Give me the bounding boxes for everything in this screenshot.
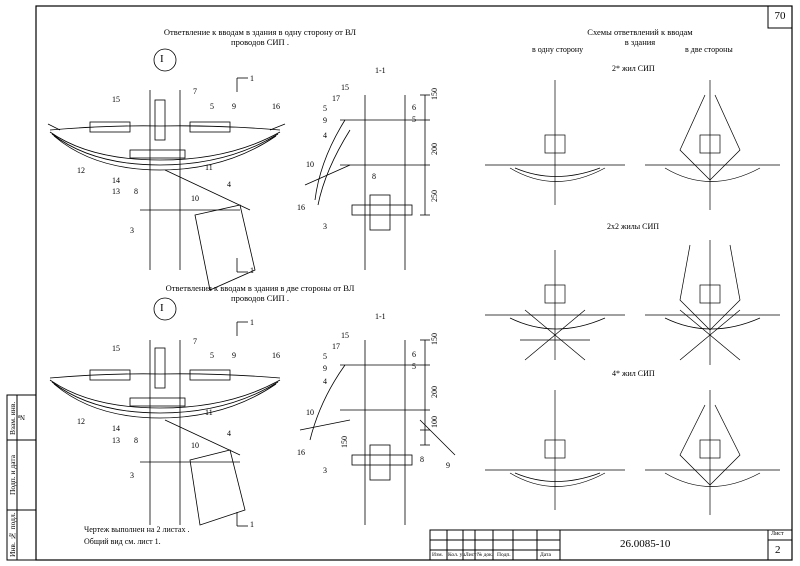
bottom-section-mark-b: 1 [250, 520, 254, 529]
callout: 8 [134, 436, 138, 445]
callout: 9 [323, 364, 327, 373]
callout: 16 [297, 448, 305, 457]
stamp-col-date: Дата [540, 552, 551, 558]
note-line2: Общий вид см. лист 1. [84, 537, 161, 546]
dim-label: 250 [430, 190, 439, 202]
bottom-view-title: Ответвления к вводам в здания в две стор… [165, 283, 355, 303]
stamp-col-kol: Кол. уч. [448, 552, 467, 558]
page-number: 70 [774, 10, 786, 22]
callout: 3 [323, 222, 327, 231]
callout: 7 [193, 87, 197, 96]
callout: 12 [77, 166, 85, 175]
dim-label: 200 [430, 386, 439, 398]
bottom-section-title: 1-1 [375, 312, 386, 321]
callout: 10 [306, 160, 314, 169]
callout: 15 [112, 95, 120, 104]
callout: 7 [193, 337, 197, 346]
callout: 14 [112, 424, 120, 433]
callout: 10 [306, 408, 314, 417]
stamp-col-doc: № док. [477, 552, 494, 558]
stamp-col-sign: Подп. [497, 552, 511, 558]
callout: 6 [412, 103, 416, 112]
callout: 16 [297, 203, 305, 212]
top-section-title: 1-1 [375, 66, 386, 75]
callout: 9 [323, 116, 327, 125]
callout: 8 [134, 187, 138, 196]
callout: 4 [323, 131, 327, 140]
callout: 15 [341, 83, 349, 92]
callout: 15 [112, 344, 120, 353]
callout: 4 [227, 429, 231, 438]
callout: 5 [323, 352, 327, 361]
stamp-col-izm: Изм. [432, 552, 443, 558]
callout: 8 [372, 172, 376, 181]
sheet-label: Лист [771, 531, 784, 537]
scheme-row3-label: 4* жил СИП [612, 369, 655, 378]
dim-label: 150 [430, 88, 439, 100]
callout: 3 [323, 466, 327, 475]
callout: 13 [112, 436, 120, 445]
callout: 16 [272, 102, 280, 111]
callout: 5 [210, 102, 214, 111]
callout: 12 [77, 417, 85, 426]
stamp-col-list: Лист [465, 552, 477, 558]
callout: 10 [191, 194, 199, 203]
callout: 10 [191, 441, 199, 450]
top-view-marker: I [160, 53, 164, 65]
schemes-col-two-sides: в две стороны [685, 45, 733, 54]
callout: 15 [341, 331, 349, 340]
callout: 9 [232, 351, 236, 360]
callout: 5 [210, 351, 214, 360]
dim-label: 150 [430, 333, 439, 345]
document-code: 26.0085-10 [620, 538, 671, 550]
callout: 5 [412, 115, 416, 124]
schemes-col-one-side: в одну сторону [532, 45, 584, 54]
callout: 11 [205, 163, 213, 172]
callout: 17 [332, 94, 340, 103]
callout: 5 [412, 362, 416, 371]
callout: 4 [323, 377, 327, 386]
note-line1: Чертеж выполнен на 2 листах . [84, 525, 190, 534]
callout: 13 [112, 187, 120, 196]
sheet-number: 2 [775, 544, 781, 556]
dim-label: 150 [340, 436, 349, 448]
callout: 17 [332, 342, 340, 351]
callout: 5 [323, 104, 327, 113]
dim-label: 100 [430, 416, 439, 428]
top-section-mark-b: 1 [250, 266, 254, 275]
dim-label: 200 [430, 143, 439, 155]
scheme-row1-label: 2* жил СИП [612, 64, 655, 73]
top-view-title: Ответвление к вводам в здания в одну сто… [163, 27, 357, 47]
scheme-row2-label: 2х2 жилы СИП [607, 222, 660, 231]
bottom-section-mark-a: 1 [250, 318, 254, 327]
callout: 9 [232, 102, 236, 111]
bottom-view-marker: I [160, 302, 164, 314]
callout: 3 [130, 226, 134, 235]
callout: 16 [272, 351, 280, 360]
callout: 9 [446, 461, 450, 470]
callout: 3 [130, 471, 134, 480]
callout: 8 [420, 455, 424, 464]
callout: 6 [412, 350, 416, 359]
callout: 11 [205, 408, 213, 417]
callout: 14 [112, 176, 120, 185]
callout: 4 [227, 180, 231, 189]
top-section-mark-a: 1 [250, 74, 254, 83]
